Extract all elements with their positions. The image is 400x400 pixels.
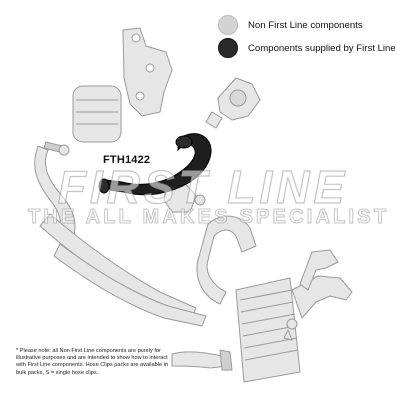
fth1422-hose-highlight: [98, 133, 212, 196]
throttle-connector-stub: [205, 111, 223, 129]
watermark-tagline: THE ALL MAKES SPECIALIST: [28, 206, 390, 229]
legend-label-non-first-line: Non First Line components: [248, 19, 363, 31]
legend-swatch-grey-icon: [218, 15, 238, 35]
bracket-bolt: [286, 318, 298, 330]
bracket-stud: [283, 329, 293, 341]
fitting-small: [194, 194, 206, 206]
hose-clip-lower: [219, 349, 233, 371]
part-number-label: FTH1422: [103, 154, 151, 166]
boost-hose-right: [196, 215, 257, 305]
intercooler-fins: [239, 289, 299, 361]
legend-row-non-first-line: Non First Line components: [218, 15, 363, 35]
intercooler-core: [235, 277, 301, 383]
air-filter-housing: [72, 85, 122, 143]
fitting-small: [58, 144, 70, 156]
bracket-bolt-hole: [131, 33, 141, 43]
support-arm-right: [299, 249, 339, 291]
engine-mount-bracket: [122, 27, 173, 117]
watermark-brand: FIRST LINE: [57, 161, 349, 213]
bracket-bolt-hole: [135, 91, 145, 101]
lower-hose-left: [171, 351, 229, 369]
bracket-bolt-hole: [145, 63, 155, 73]
legend-swatch-dark-icon: [218, 38, 238, 58]
disclaimer-note: * Please note: all Non First Line compon…: [16, 348, 169, 376]
legend-row-first-line: Components supplied by First Line: [218, 38, 396, 58]
intercooler-pipe-long: [39, 213, 197, 323]
legend-label-first-line: Components supplied by First Line: [248, 42, 396, 54]
fth1422-hose-end-lower: [98, 178, 110, 194]
throttle-valve-port: [229, 89, 247, 107]
intercooler-pipe-second: [53, 243, 207, 327]
air-filter-ribs: [76, 99, 118, 125]
fth1422-hose-end-upper: [175, 135, 193, 149]
